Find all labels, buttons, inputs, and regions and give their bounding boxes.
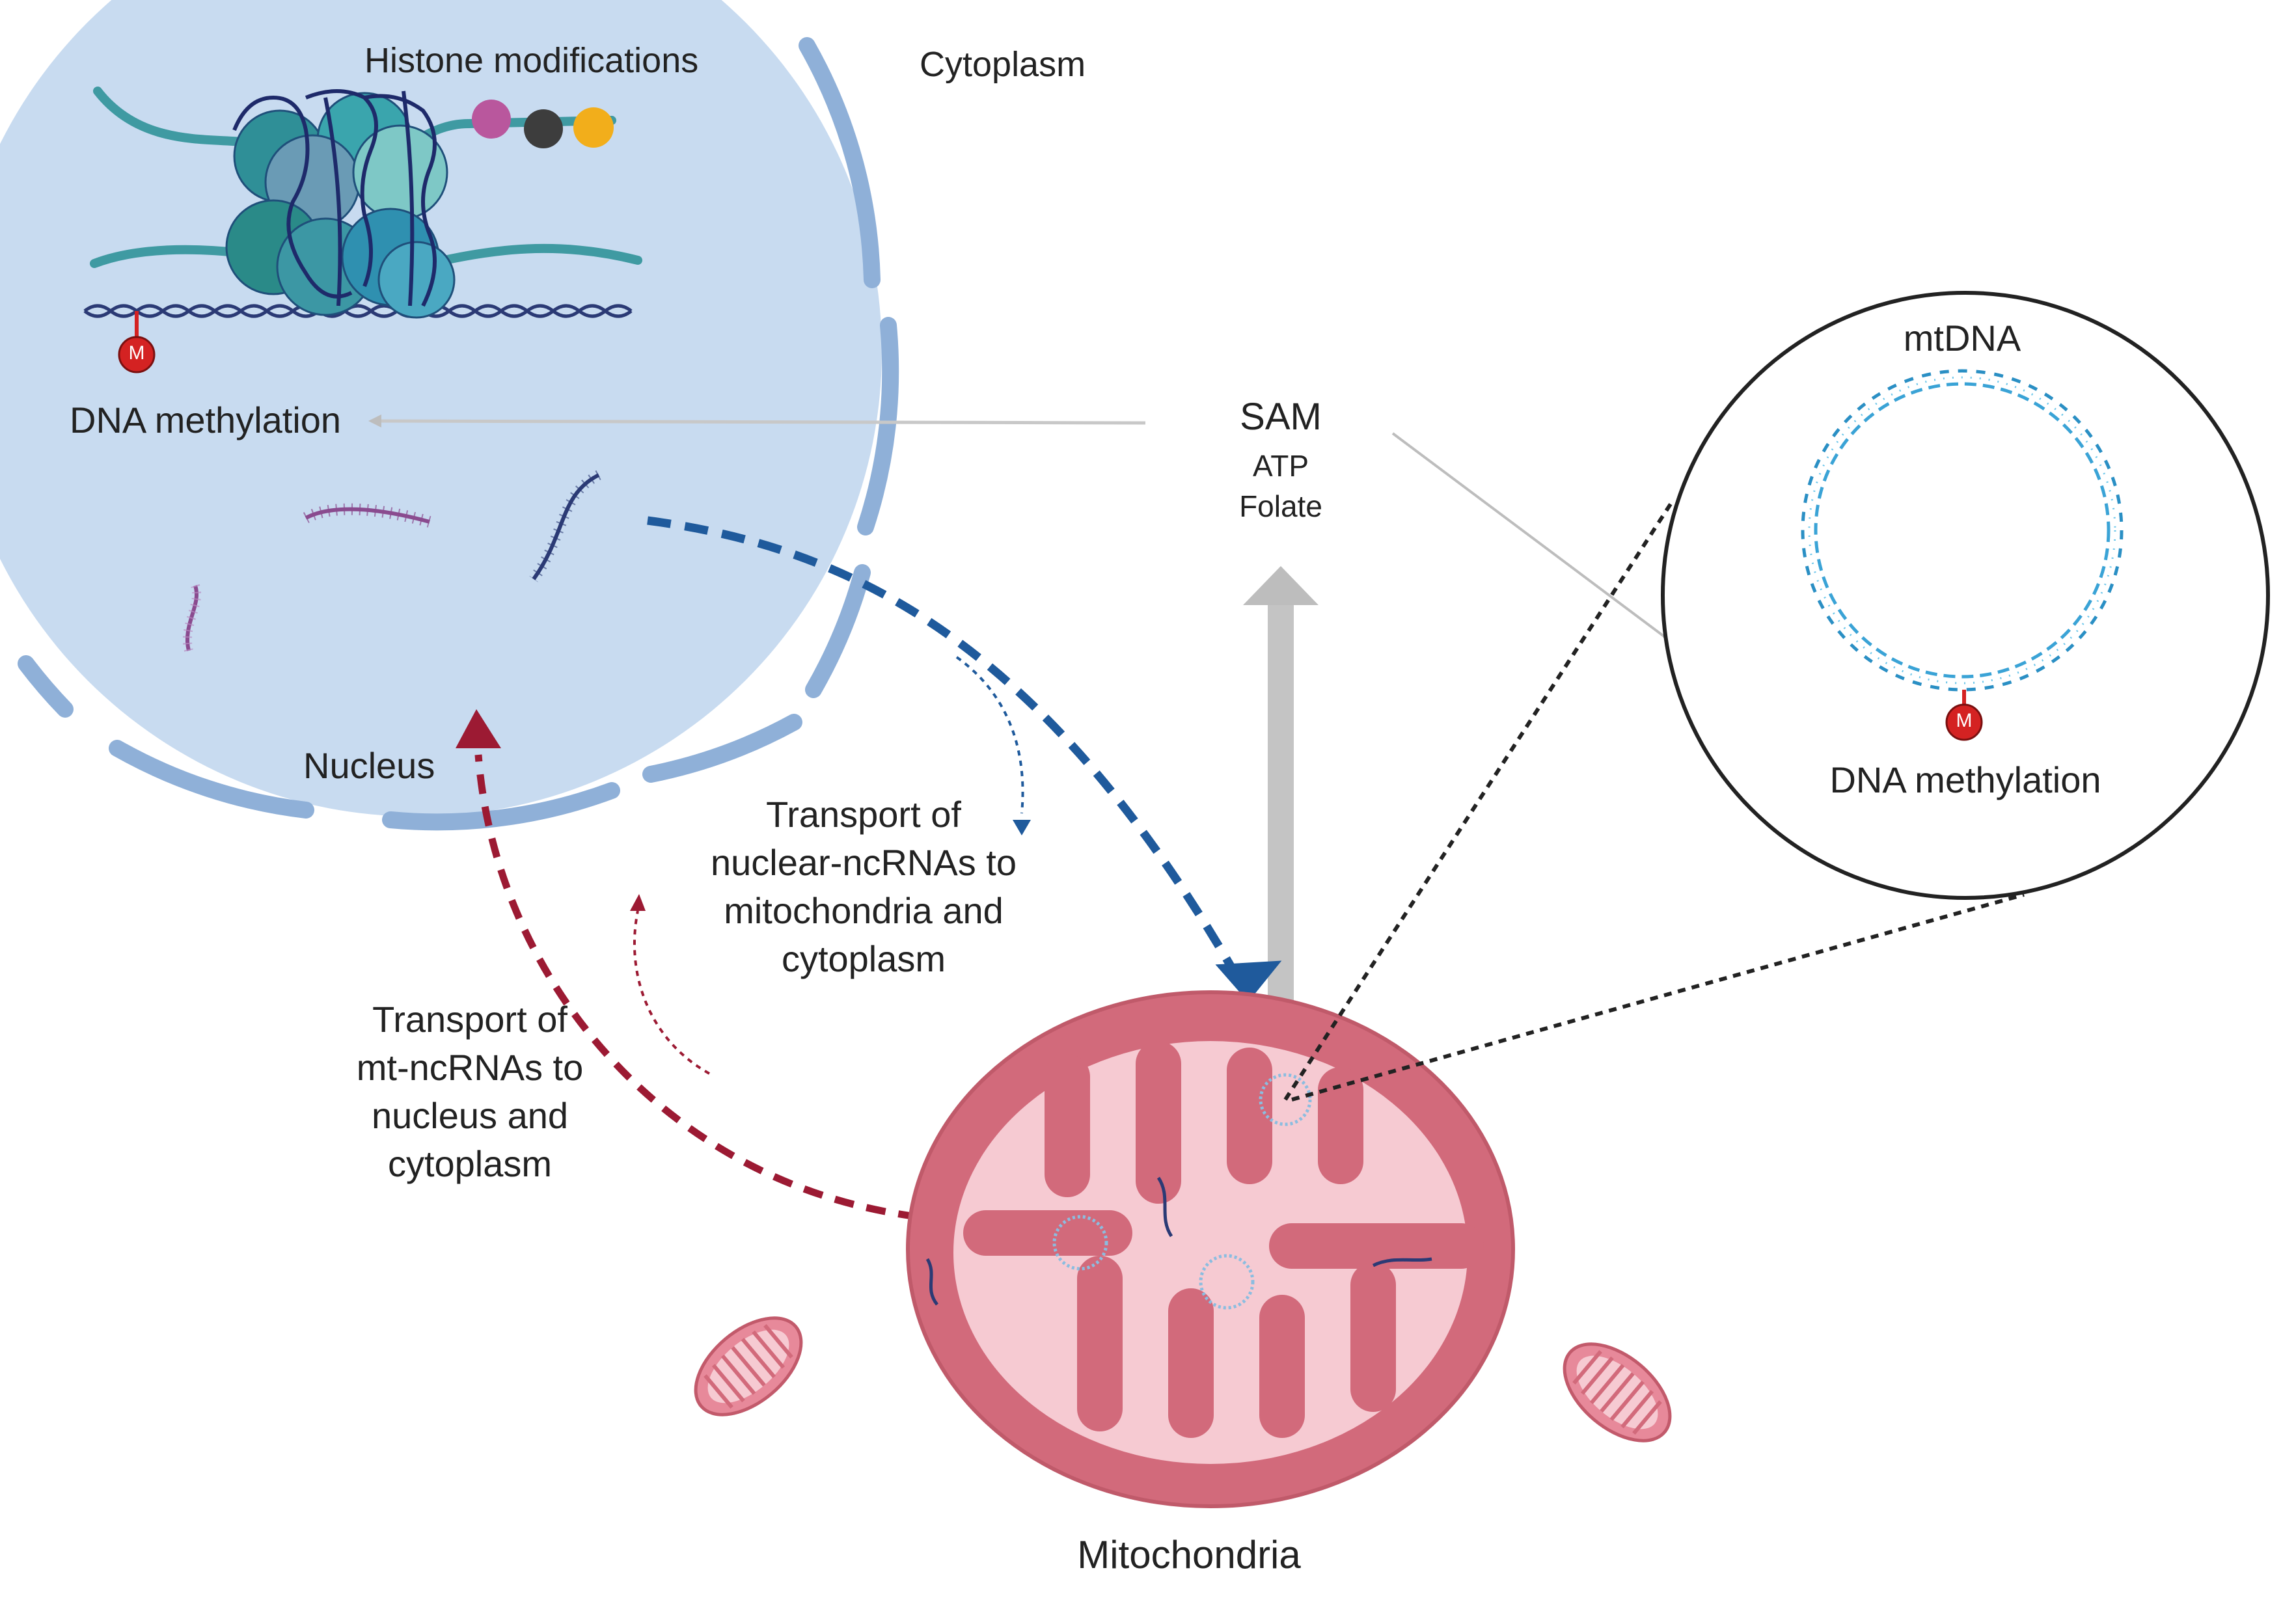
nucleus-label: Nucleus — [303, 745, 435, 786]
mitochondria-label: Mitochondria — [1077, 1533, 1301, 1577]
mtdna-circle-icon — [1801, 369, 2124, 692]
mtdna-methyl-mark-text: M — [1956, 710, 1973, 731]
nucleus-body — [0, 0, 882, 817]
mtdna-label: mtDNA — [1903, 318, 2021, 359]
sam-production-arrow — [1243, 566, 1319, 1015]
mitochondrion-icon — [906, 990, 1515, 1508]
nuclear-methyl-mark-text: M — [128, 342, 145, 364]
atp-label: ATP — [1252, 449, 1309, 483]
nucleosome-icon — [83, 87, 642, 319]
mt-ncrna-transport-label: Transport of mt-ncRNAs to nucleus and cy… — [356, 999, 584, 1184]
mtdna-zoom-callout — [1283, 291, 2270, 1102]
sam-to-nuclear-arrow — [368, 414, 1146, 428]
sam-label: SAM — [1240, 396, 1322, 438]
methyl-group-icon — [1945, 690, 1983, 741]
nuclear-dna-methylation-label: DNA methylation — [70, 400, 342, 440]
nucleus — [0, 0, 899, 831]
mitochondrion-icon — [694, 1316, 803, 1416]
histone-modifications-label: Histone modifications — [364, 41, 699, 80]
cytoplasm-label: Cytoplasm — [920, 45, 1086, 84]
methyl-group-icon — [118, 311, 156, 373]
mtdna-methylation-label: DNA methylation — [1829, 759, 2101, 800]
transport-to-mito-arrow — [647, 516, 1282, 1002]
nuclear-envelope — [18, 37, 899, 831]
mitochondrion-icon — [1563, 1342, 1672, 1442]
ncrna-icon — [183, 470, 601, 652]
transport-to-nucleus-arrow — [456, 709, 918, 1221]
folate-label: Folate — [1239, 489, 1322, 523]
nuclear-ncrna-transport-label: Transport of nuclear-ncRNAs to mitochond… — [711, 794, 1017, 979]
